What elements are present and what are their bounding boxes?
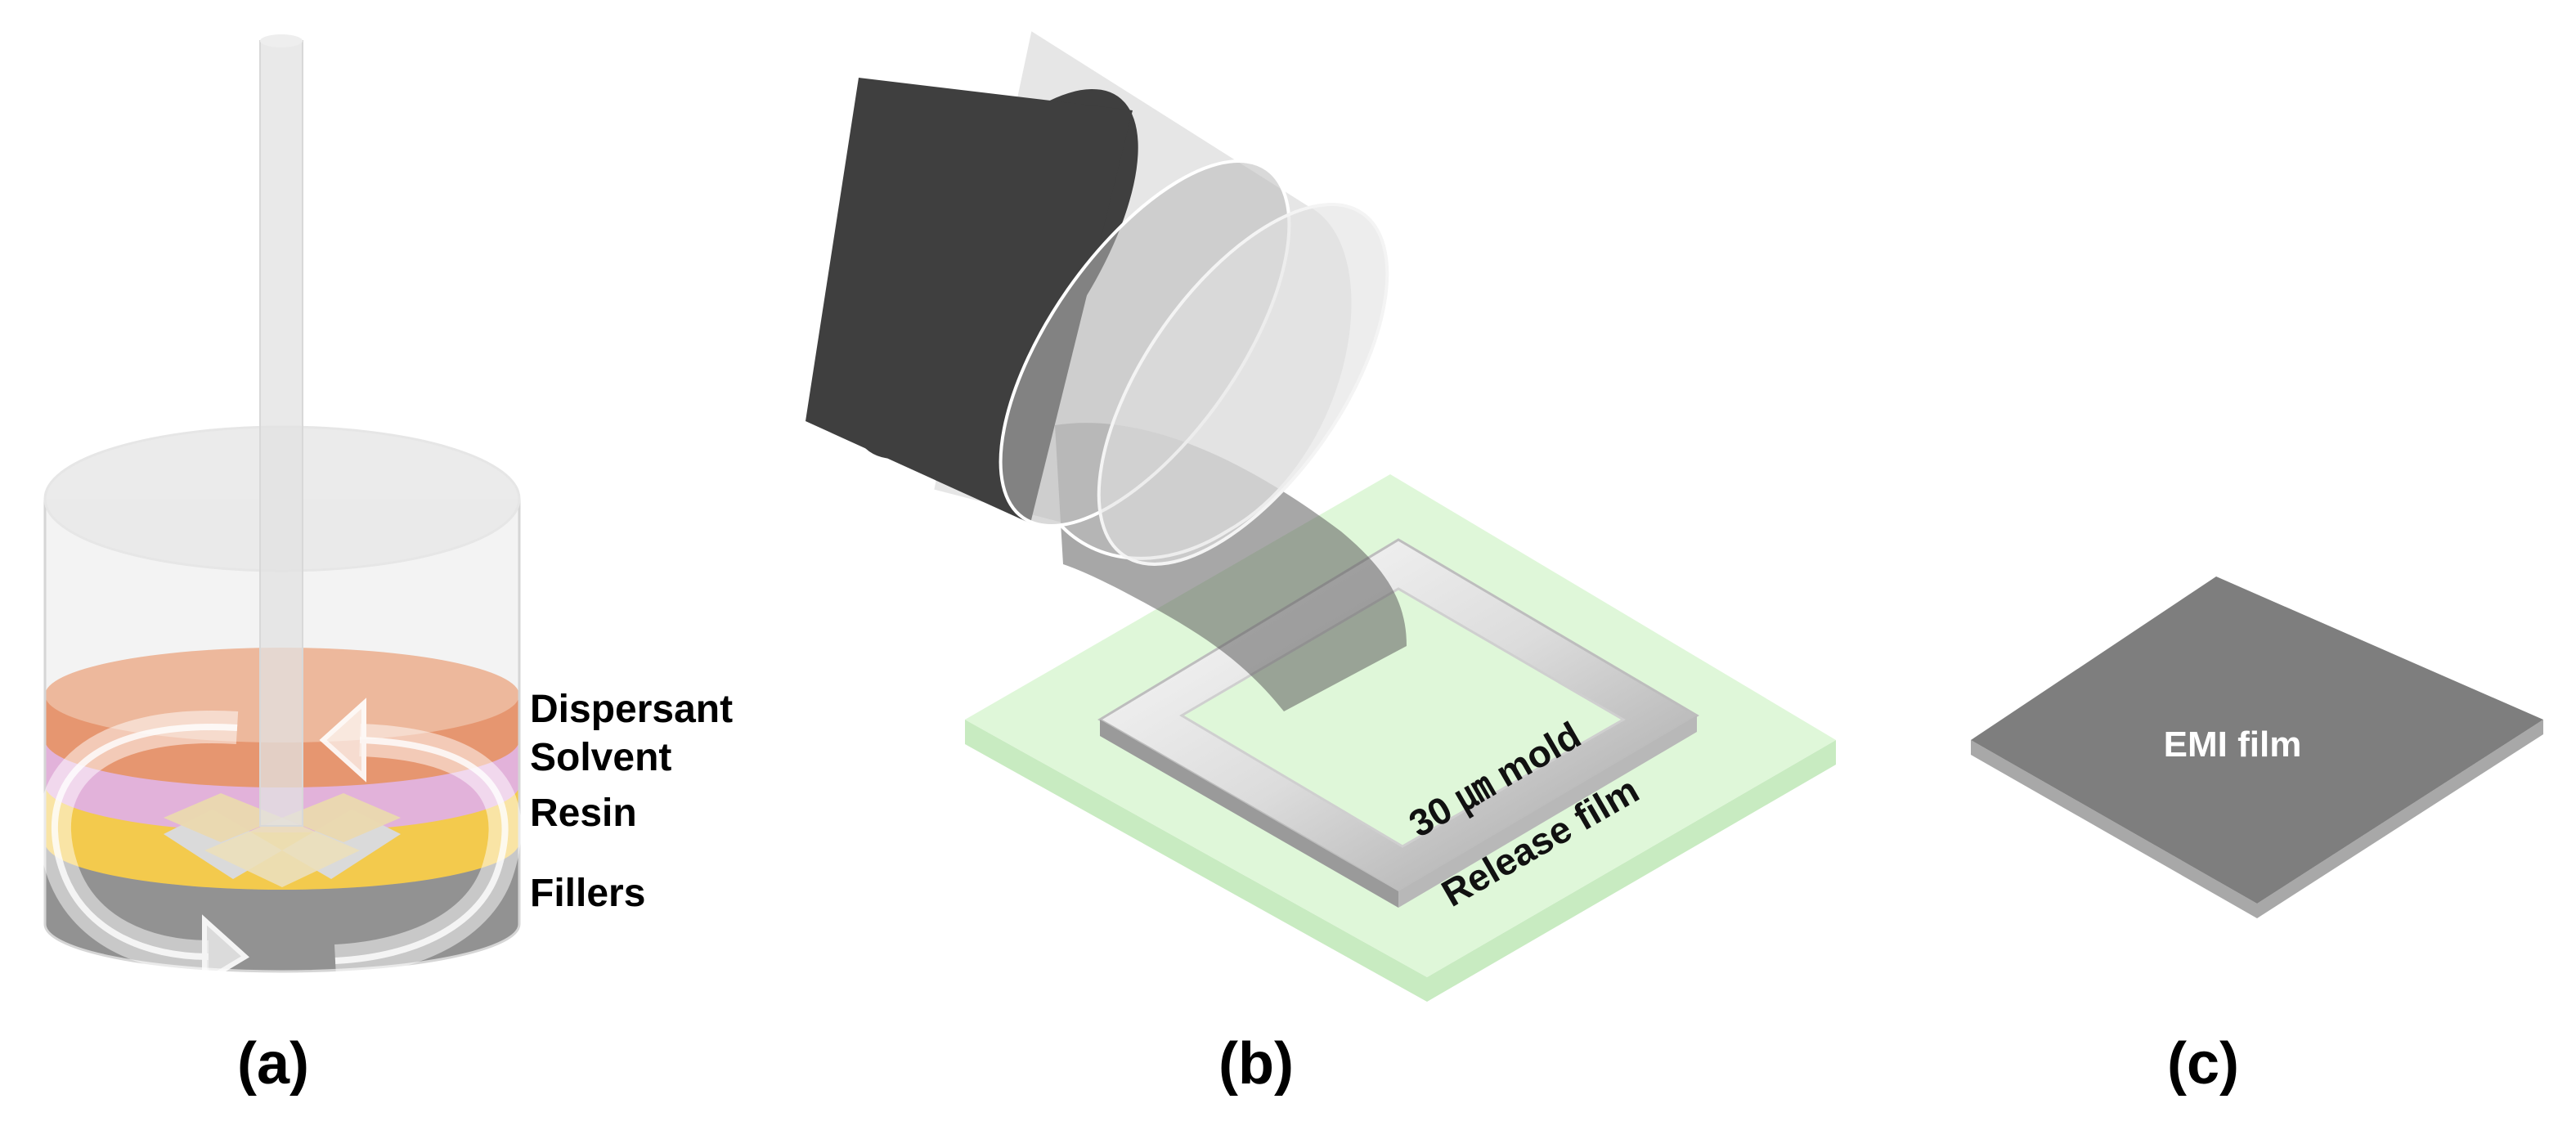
fillers-label: Fillers (530, 872, 645, 915)
release-film-edge (965, 720, 1836, 1002)
panel-b-caption: (b) (1218, 1031, 1294, 1097)
panel-a-caption: (a) (237, 1031, 309, 1097)
emi-film (1971, 576, 2543, 918)
stirring-shaft (259, 40, 303, 827)
resin-label: Resin (530, 792, 637, 835)
impeller (164, 793, 401, 887)
mixing-beaker (38, 34, 522, 986)
emi-film-edge (1971, 720, 2543, 918)
casting-setup (806, 25, 1836, 1002)
emi-film-top (1971, 576, 2543, 904)
dispersant-label: Dispersant (530, 688, 733, 731)
solvent-label: Solvent (530, 736, 671, 779)
rotation-arrows (38, 698, 522, 986)
panel-c-caption: (c) (2167, 1031, 2239, 1097)
pouring-roller (806, 25, 1389, 566)
emi-film-label: EMI film (2164, 724, 2302, 765)
